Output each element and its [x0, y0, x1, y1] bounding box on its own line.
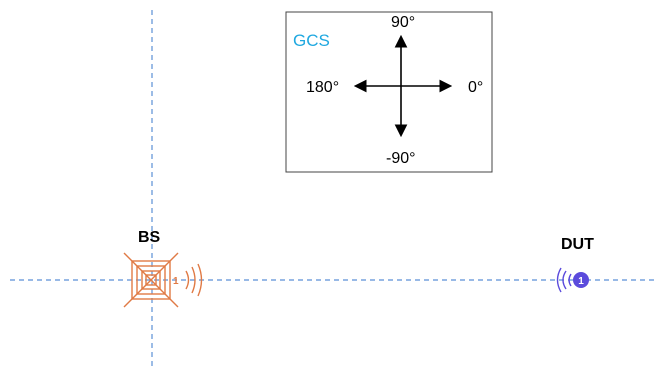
device-antenna-icon [573, 272, 589, 288]
angle-label-up: 90° [391, 14, 415, 31]
device-signal-icon [556, 267, 572, 293]
base-station-label: BS [138, 229, 161, 246]
angle-label-down: -90° [386, 150, 416, 167]
gcs-title: GCS [293, 31, 330, 50]
base-station-signal-icon [185, 263, 203, 297]
device: DUT 1 [556, 236, 594, 293]
gcs-box-border [285, 11, 493, 173]
device-label: DUT [561, 236, 594, 253]
device-antenna-index: 1 [578, 276, 584, 287]
base-station-array-icon [123, 252, 179, 308]
base-station: BS 1 [123, 229, 203, 308]
gcs-box: GCS 90° 180° 0° -90° [285, 11, 493, 173]
base-station-antenna-index: 1 [173, 276, 179, 287]
angle-label-left: 180° [306, 79, 339, 96]
angle-label-right: 0° [468, 79, 483, 96]
